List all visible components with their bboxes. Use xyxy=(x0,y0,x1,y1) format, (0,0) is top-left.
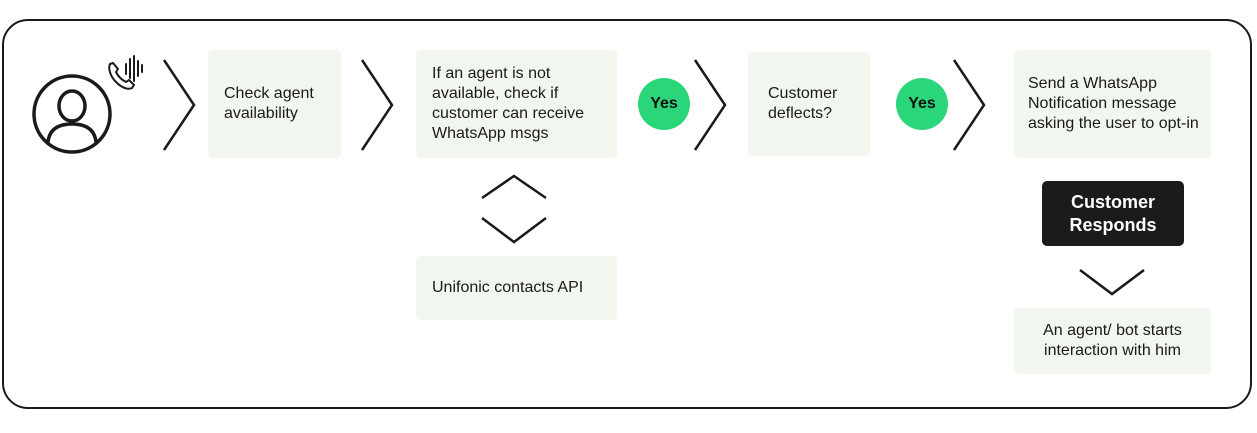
chevron-right-icon xyxy=(162,59,196,151)
chevron-right-icon xyxy=(952,59,986,151)
customer-responds-label: Customer Responds xyxy=(1069,191,1157,235)
check-agent-label: Check agent availability xyxy=(224,85,314,122)
send-notification-label: Send a WhatsApp Notification message ask… xyxy=(1028,75,1199,132)
yes-badge-label: Yes xyxy=(908,95,936,112)
send-notification-step: Send a WhatsApp Notification message ask… xyxy=(1014,50,1211,158)
diagram-frame xyxy=(2,19,1252,409)
check-agent-step: Check agent availability xyxy=(208,50,341,158)
chevron-down-icon xyxy=(481,217,547,244)
chevron-right-icon xyxy=(693,59,727,151)
contacts-api-step: Unifonic contacts API xyxy=(416,256,617,320)
check-whatsapp-step: If an agent is not available, check if c… xyxy=(416,50,617,158)
agent-starts-label: An agent/ bot starts interaction with hi… xyxy=(1043,322,1182,359)
check-whatsapp-label: If an agent is not available, check if c… xyxy=(432,65,585,142)
chevron-up-icon xyxy=(481,174,547,200)
deflects-label: Customer deflects? xyxy=(768,85,838,122)
customer-responds-step: Customer Responds xyxy=(1042,181,1184,246)
user-icon xyxy=(32,74,112,154)
deflects-step: Customer deflects? xyxy=(748,52,870,156)
chevron-down-icon xyxy=(1079,269,1145,296)
yes-badge-label: Yes xyxy=(650,95,678,112)
chevron-right-icon xyxy=(360,59,394,151)
yes-badge: Yes xyxy=(896,78,948,130)
yes-badge: Yes xyxy=(638,78,690,130)
agent-starts-step: An agent/ bot starts interaction with hi… xyxy=(1014,308,1211,374)
contacts-api-label: Unifonic contacts API xyxy=(432,279,584,296)
phone-sound-icon xyxy=(108,55,143,90)
